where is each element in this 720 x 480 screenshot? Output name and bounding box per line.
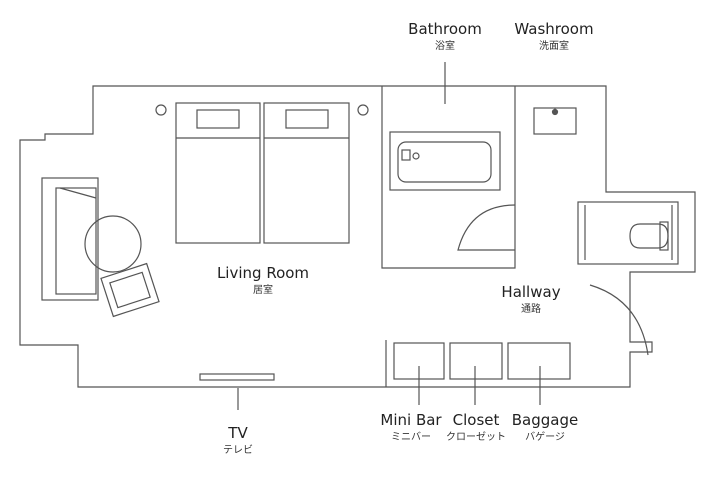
entry-door-swing	[589, 284, 649, 356]
baggage-unit	[507, 342, 571, 380]
bed-right	[263, 102, 350, 244]
closet-name: Closet	[452, 411, 500, 429]
tv-name: TV	[228, 424, 248, 442]
label-bathroom: Bathroom 浴室	[408, 22, 482, 52]
sofa	[41, 177, 99, 301]
pillow-right	[285, 109, 329, 129]
label-washroom: Washroom 洗面室	[514, 22, 593, 52]
bathroom-name-jp: 浴室	[435, 41, 455, 52]
hallway-name: Hallway	[501, 283, 561, 301]
label-tv: TV テレビ	[223, 426, 253, 456]
toilet-room	[577, 201, 679, 265]
bathtub	[389, 131, 501, 191]
label-baggage: Baggage バゲージ	[512, 413, 578, 443]
bathroom-door-swing	[457, 204, 516, 251]
closet-name-jp: クローゼット	[446, 432, 506, 443]
lamp-icon	[155, 104, 167, 116]
round-table	[84, 215, 142, 273]
label-living-room: Living Room 居室	[217, 266, 309, 296]
label-closet: Closet クローゼット	[446, 413, 506, 443]
sofa-seat	[55, 187, 97, 295]
closet-unit	[449, 342, 503, 380]
sofa-cushion	[59, 187, 97, 199]
baggage-name-jp: バゲージ	[525, 432, 565, 443]
bed-left	[175, 102, 261, 244]
mini-bar-name: Mini Bar	[380, 411, 442, 429]
faucet-icon	[401, 149, 411, 161]
outer-wall	[19, 85, 696, 388]
lamp-icon	[357, 104, 369, 116]
toilet-tank	[659, 221, 669, 251]
drain-icon	[412, 152, 420, 160]
washroom-name: Washroom	[514, 20, 594, 38]
armchair	[100, 262, 160, 318]
pillow-left	[196, 109, 240, 129]
bathroom-walls	[381, 86, 516, 269]
bathroom-name: Bathroom	[408, 20, 482, 38]
mini-bar-name-jp: ミニバー	[390, 432, 431, 443]
toilet-icon	[629, 223, 669, 249]
tv-name-jp: テレビ	[223, 445, 253, 456]
label-mini-bar: Mini Bar ミニバー	[380, 413, 441, 443]
bathtub-inner	[397, 141, 492, 183]
washroom-name-jp: 洗面室	[538, 41, 569, 52]
baggage-name: Baggage	[511, 411, 579, 429]
hallway-name-jp: 通路	[521, 304, 541, 315]
label-hallway: Hallway 通路	[501, 285, 560, 315]
tv-unit	[199, 373, 275, 381]
living-room-name: Living Room	[216, 264, 310, 282]
living-room-name-jp: 居室	[253, 285, 273, 296]
